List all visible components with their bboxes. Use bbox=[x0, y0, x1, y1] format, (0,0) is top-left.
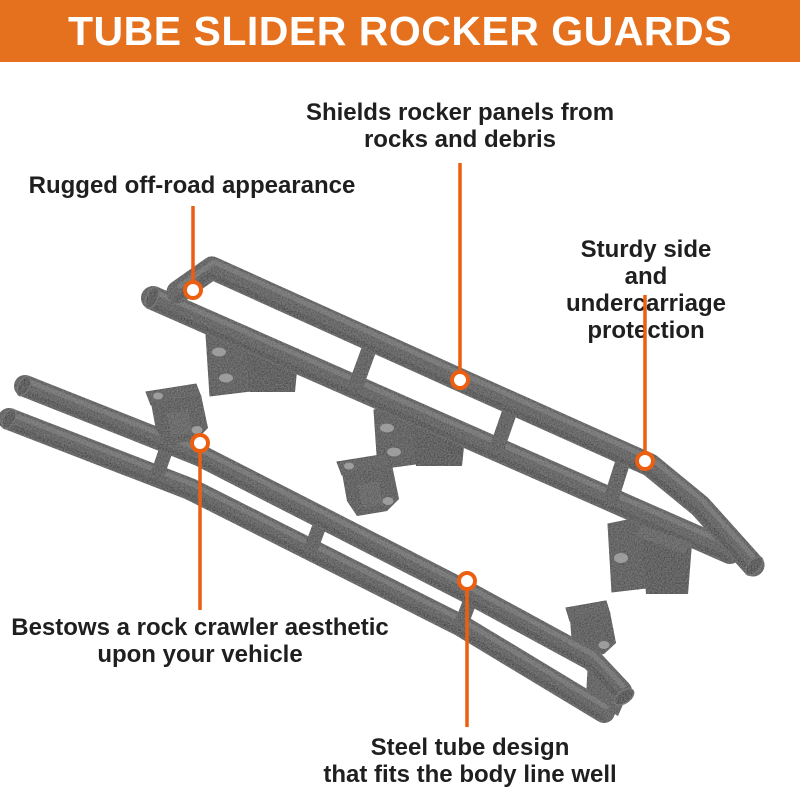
tube-end-cap bbox=[1, 408, 17, 430]
tube-end-cap bbox=[744, 556, 764, 576]
marker-ring-rugged bbox=[183, 280, 203, 300]
title-banner: TUBE SLIDER ROCKER GUARDS bbox=[0, 0, 800, 62]
page-title: TUBE SLIDER ROCKER GUARDS bbox=[68, 7, 732, 54]
mounting-bracket bbox=[607, 516, 692, 594]
tube-end-cap bbox=[144, 286, 160, 310]
callout-rugged: Rugged off-road appearance bbox=[28, 172, 356, 199]
rocker-guard-rail-upper bbox=[141, 256, 765, 594]
leader-lines bbox=[191, 163, 647, 727]
callout-bestows: Bestows a rock crawler aesthetic upon yo… bbox=[11, 614, 389, 668]
marker-ring-bestows bbox=[190, 433, 210, 453]
loose-mounting-bracket bbox=[145, 383, 208, 445]
marker-ring-shields bbox=[450, 370, 470, 390]
tube-end-cap bbox=[613, 688, 635, 706]
marker-ring-sturdy bbox=[635, 451, 655, 471]
tube-end-cap bbox=[16, 375, 32, 397]
leader-markers bbox=[183, 280, 655, 591]
callout-steel: Steel tube design that fits the body lin… bbox=[323, 734, 617, 788]
marker-ring-steel bbox=[457, 571, 477, 591]
loose-mounting-bracket bbox=[336, 453, 399, 516]
callout-shields: Shields rocker panels from rocks and deb… bbox=[305, 99, 615, 153]
